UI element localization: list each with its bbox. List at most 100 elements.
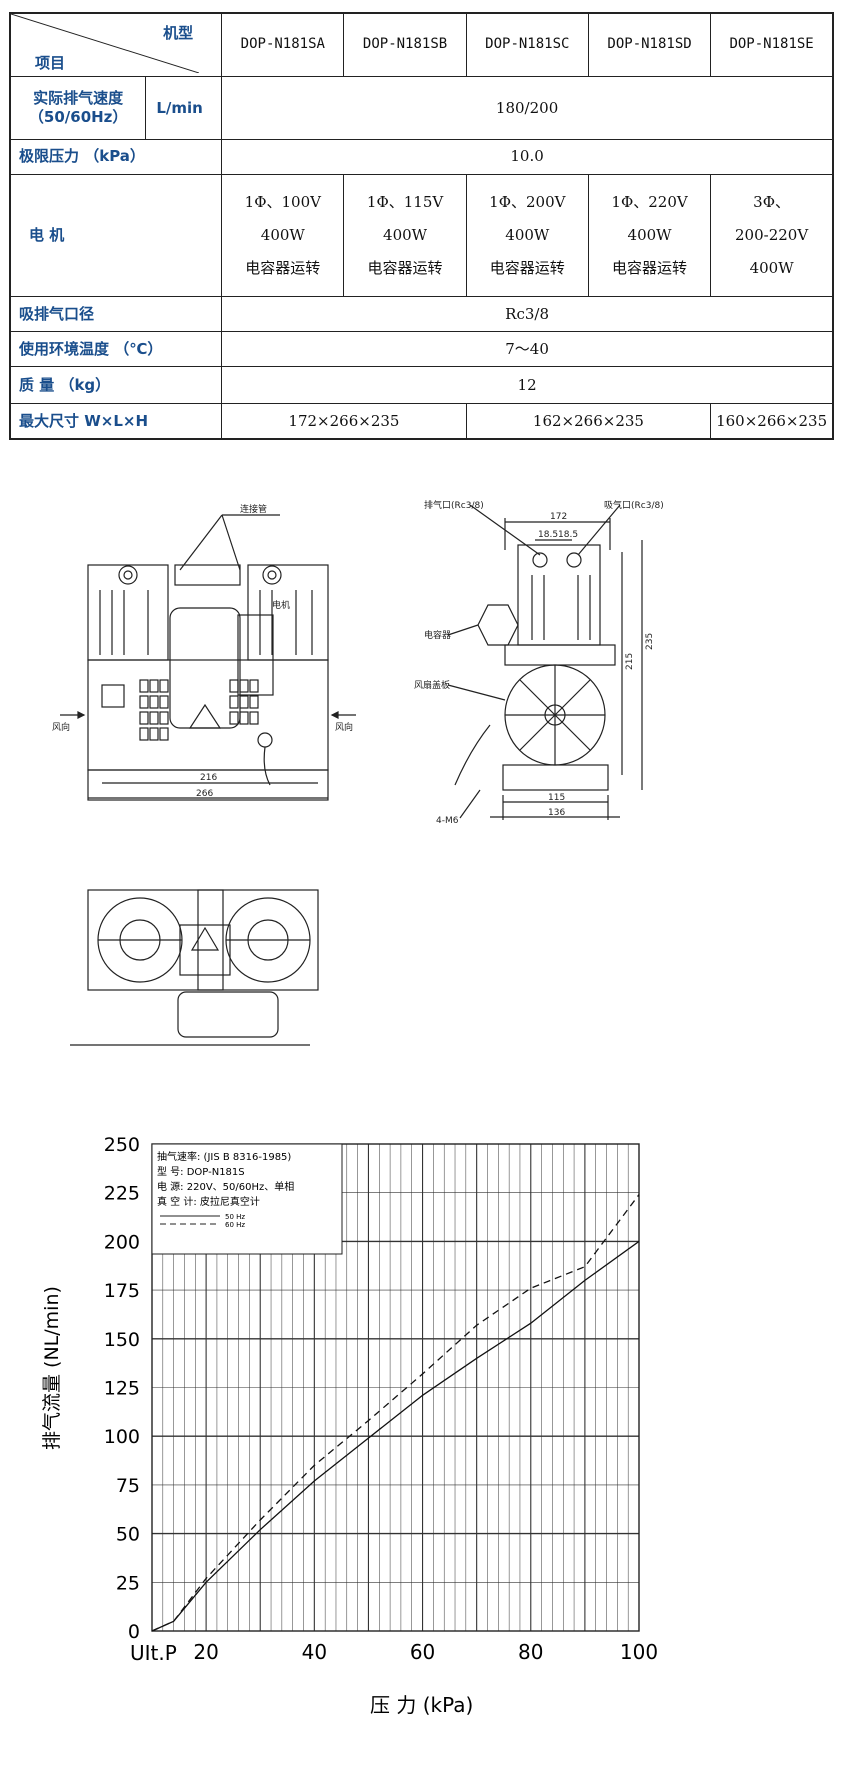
y-tick-label: 125: [104, 1378, 140, 1400]
speed-value: 180/200: [221, 76, 834, 140]
legend-line2: 型 号: DOP-N181S: [157, 1165, 245, 1178]
y-tick-label: 75: [116, 1475, 140, 1497]
motor-sb-power: 400W: [383, 225, 428, 244]
dim-266: 266: [196, 789, 213, 799]
motor-se-power: 400W: [749, 258, 794, 277]
label-motor: 电机: [272, 599, 290, 611]
legend-line1: 抽气速率: (JIS B 8316-1985): [157, 1150, 291, 1163]
x-tick-label: 80: [518, 1640, 543, 1664]
front-view: [60, 514, 356, 801]
motor-label: 电 机: [9, 173, 223, 297]
diagonal-line: [11, 14, 199, 73]
chart-series: [151, 1194, 640, 1632]
legend-series-60hz: 60 Hz: [225, 1221, 245, 1229]
motor-se-voltage: 200-220V: [735, 225, 809, 244]
chart-legend-box: 抽气速率: (JIS B 8316-1985) 型 号: DOP-N181S 电…: [151, 1143, 343, 1255]
ultimate-pressure-value: 10.0: [221, 138, 834, 175]
motor-sd-type: 电容器运转: [612, 258, 688, 277]
side-view: [447, 504, 643, 820]
size-sa-sb: 172×266×235: [221, 402, 467, 440]
label-connector-pipe: 连接管: [240, 503, 267, 515]
x-tick-label: 20: [193, 1640, 218, 1664]
motor-sb: 1Φ、115V 400W 电容器运转: [343, 173, 467, 297]
speed-unit: L/min: [145, 76, 223, 140]
model-sd: DOP-N181SD: [587, 12, 712, 78]
y-tick-label: 225: [104, 1183, 140, 1205]
chart-y-ticks: 0 25 50 75 100 125 150 175 200 225 250: [104, 1134, 140, 1643]
speed-label: 实际排气速度 （50/60Hz）: [9, 76, 147, 140]
motor-sa-phase: 1Φ、100V: [244, 192, 321, 211]
flow-chart: 0 25 50 75 100 125 150 175 200 225 250 20 40 60 80 100…: [41, 1134, 658, 1717]
model-se: DOP-N181SE: [710, 12, 834, 78]
temp-label: 使用环境温度 （℃）: [9, 331, 223, 368]
y-tick-label: 25: [116, 1572, 140, 1594]
x-axis-label: 压 力 (kPa): [370, 1693, 473, 1717]
x-tick-label: 40: [302, 1640, 327, 1664]
model-sc: DOP-N181SC: [465, 12, 589, 78]
x-origin-label: UIt.P: [130, 1641, 177, 1665]
port-value: Rc3/8: [221, 295, 834, 333]
top-view: [70, 889, 319, 1046]
label-wind-right: 风向: [335, 721, 353, 733]
x-tick-label: 100: [620, 1640, 658, 1664]
motor-se-phase: 3Φ、: [753, 192, 791, 211]
size-label: 最大尺寸 W×L×H: [9, 402, 223, 440]
chart-x-ticks: 20 40 60 80 100: [193, 1640, 658, 1664]
dim-172: 172: [550, 512, 567, 522]
dim-136: 136: [548, 808, 565, 818]
motor-sd-phase: 1Φ、220V: [611, 192, 688, 211]
port-label: 吸排气口径: [9, 295, 223, 333]
label-bolt: 4-M6: [436, 816, 459, 826]
motor-sc: 1Φ、200V 400W 电容器运转: [465, 173, 589, 297]
mass-label: 质 量 （kg）: [9, 366, 223, 404]
header-item-label: 项目: [35, 53, 66, 72]
motor-sd: 1Φ、220V 400W 电容器运转: [587, 173, 712, 297]
y-tick-label: 0: [128, 1621, 140, 1643]
size-sc-sd: 162×266×235: [465, 402, 712, 440]
legend-line4: 真 空 计: 皮拉尼真空计: [157, 1195, 260, 1208]
y-tick-label: 250: [104, 1134, 140, 1156]
y-axis-label: 排气流量 (NL/min): [41, 1286, 63, 1450]
series-50hz-line: [151, 1240, 640, 1632]
motor-sb-type: 电容器运转: [367, 258, 443, 277]
motor-sb-phase: 1Φ、115V: [366, 192, 444, 211]
motor-sc-power: 400W: [505, 225, 550, 244]
legend-series-50hz: 50 Hz: [225, 1213, 245, 1221]
label-capacitor: 电容器: [424, 629, 451, 641]
technical-drawing: 连接管 电机 风向 风向 216 266 排气口(Rc3/8) 吸气口(Rc3/…: [52, 500, 664, 1046]
label-fan-cover: 风扇盖板: [414, 679, 450, 691]
y-tick-label: 100: [104, 1426, 140, 1448]
motor-sc-type: 电容器运转: [489, 258, 565, 277]
dim-215: 215: [625, 653, 635, 670]
x-tick-label: 60: [410, 1640, 435, 1664]
spec-table: 机型 项目 DOP-N181SA DOP-N181SB DOP-N181SC D…: [9, 12, 834, 440]
temp-value: 7～40: [221, 331, 834, 368]
motor-sd-power: 400W: [627, 225, 672, 244]
speed-label-line1: 实际排气速度: [33, 89, 124, 108]
legend-line3: 电 源: 220V、50/60Hz、单相: [157, 1180, 294, 1193]
dim-115: 115: [548, 793, 565, 803]
y-tick-label: 150: [104, 1329, 140, 1351]
y-tick-label: 50: [116, 1524, 140, 1546]
ultimate-pressure-label: 极限压力 （kPa）: [9, 138, 223, 175]
dim-18-5a: 18.5: [538, 530, 558, 540]
label-intake-port: 吸气口(Rc3/8): [604, 500, 664, 511]
dim-216: 216: [200, 773, 217, 783]
mass-value: 12: [221, 366, 834, 404]
y-tick-label: 175: [104, 1280, 140, 1302]
size-se: 160×266×235: [710, 402, 834, 440]
y-tick-label: 200: [104, 1231, 140, 1253]
dim-235: 235: [645, 633, 655, 650]
speed-label-line2: （50/60Hz）: [28, 108, 128, 127]
motor-sc-phase: 1Φ、200V: [489, 192, 566, 211]
header-diagonal-cell: 机型 项目: [9, 12, 223, 78]
label-exhaust-port: 排气口(Rc3/8): [424, 500, 484, 511]
motor-sa-type: 电容器运转: [245, 258, 321, 277]
model-sb: DOP-N181SB: [343, 12, 467, 78]
header-model-label: 机型: [163, 24, 194, 42]
motor-sa: 1Φ、100V 400W 电容器运转: [221, 173, 345, 297]
motor-se: 3Φ、 200-220V 400W: [710, 173, 834, 297]
series-60hz-line: [151, 1194, 640, 1632]
motor-sa-power: 400W: [260, 225, 305, 244]
model-sa: DOP-N181SA: [221, 12, 345, 78]
